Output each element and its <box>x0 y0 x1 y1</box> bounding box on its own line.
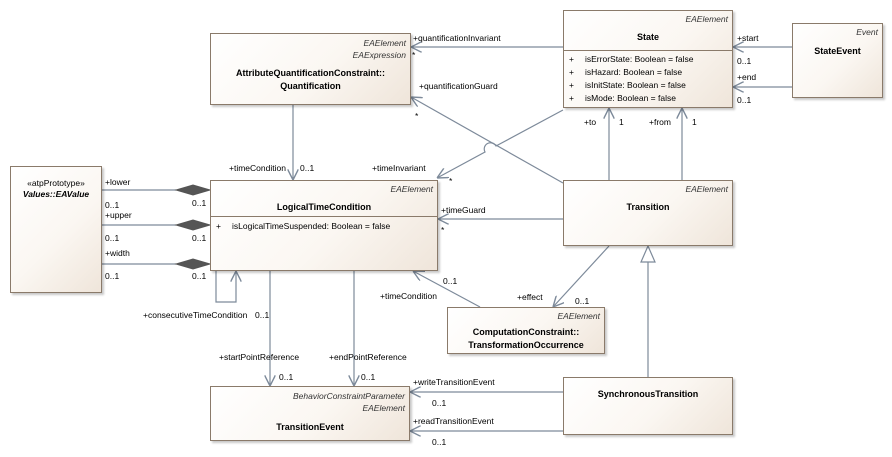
class-transition-event[interactable]: BehaviorConstraintParameter EAElement Tr… <box>210 386 410 441</box>
composition-diamond-upper <box>174 219 212 231</box>
compartment-separator <box>564 50 732 51</box>
role-label: +timeGuard <box>441 205 486 215</box>
role-label: +startPointReference <box>219 352 300 362</box>
stereotype-label: Event <box>856 27 878 37</box>
role-label: +writeTransitionEvent <box>413 377 495 387</box>
role-label: +timeInvariant <box>372 163 426 173</box>
class-name: SynchronousTransition <box>597 389 699 399</box>
role-label: +lower <box>105 177 131 187</box>
multiplicity-label: 0..1 <box>105 271 120 281</box>
stereotype-label: «atpPrototype» <box>27 178 85 188</box>
stereotype-label: BehaviorConstraintParameter <box>293 391 405 401</box>
role-label: +timeCondition <box>229 163 286 173</box>
stereotype-label: EAElement <box>685 14 728 24</box>
role-label: +to <box>584 117 597 127</box>
multiplicity-label: * <box>412 50 416 60</box>
class-name-line2: TransformationOccurrence <box>468 340 584 350</box>
multiplicity-label: 0..1 <box>192 233 207 243</box>
multiplicity-label: 0..1 <box>432 398 447 408</box>
multiplicity-label: * <box>415 111 419 121</box>
attribute-is-init-state: +isInitState: Boolean = false <box>569 80 686 90</box>
attribute-is-error-state: +isErrorState: Boolean = false <box>569 54 694 64</box>
role-label: +start <box>737 33 759 43</box>
multiplicity-label: 0..1 <box>443 276 458 286</box>
class-name: ComputationConstraint:: <box>472 327 580 337</box>
generalization-triangle <box>640 244 656 263</box>
multiplicity-label: 0..1 <box>432 437 447 447</box>
assoc-time-condition-bottom[interactable] <box>413 271 481 308</box>
role-label: +timeCondition <box>380 291 437 301</box>
class-name-line2: Quantification <box>280 81 341 91</box>
class-name: State <box>636 32 659 42</box>
multiplicity-label: 0..1 <box>105 200 120 210</box>
class-name: Values::EAValue <box>22 189 90 199</box>
multiplicity-label: 0..1 <box>737 95 752 105</box>
composition-diamond-width <box>174 258 212 270</box>
multiplicity-label: 1 <box>619 117 624 127</box>
class-transition[interactable]: EAElement Transition <box>563 180 733 246</box>
class-logical-time-condition[interactable]: EAElement LogicalTimeCondition +isLogica… <box>210 180 438 271</box>
multiplicity-label: 0..1 <box>192 198 207 208</box>
multiplicity-label: 0..1 <box>737 56 752 66</box>
stereotype-label: EAElement <box>557 311 600 321</box>
class-name: TransitionEvent <box>276 422 344 432</box>
multiplicity-label: 0..1 <box>105 233 120 243</box>
class-name: LogicalTimeCondition <box>276 202 372 212</box>
stereotype-label: EAElement <box>685 184 728 194</box>
role-label: +quantificationInvariant <box>413 33 501 43</box>
assoc-effect[interactable] <box>553 245 610 307</box>
role-label: +end <box>737 72 757 82</box>
role-label: +effect <box>517 292 543 302</box>
attribute-is-mode: +isMode: Boolean = false <box>569 93 676 103</box>
assoc-quantification-guard[interactable] <box>411 97 564 184</box>
multiplicity-label: 1 <box>692 117 697 127</box>
multiplicity-label: 0..1 <box>361 372 376 382</box>
role-label: +consecutiveTimeCondition <box>143 310 248 320</box>
class-synchronous-transition[interactable]: SynchronousTransition <box>563 377 733 435</box>
role-label: +upper <box>105 210 132 220</box>
class-name: Transition <box>626 202 670 212</box>
multiplicity-label: 0..1 <box>279 372 294 382</box>
class-transformation-occurrence[interactable]: EAElement ComputationConstraint:: Transf… <box>447 307 605 354</box>
role-label: +endPointReference <box>329 352 407 362</box>
class-name: AttributeQuantificationConstraint:: <box>236 68 385 78</box>
multiplicity-label: 0..1 <box>192 271 207 281</box>
assoc-time-invariant[interactable] <box>437 109 564 178</box>
stereotype-label: EAElement <box>363 38 406 48</box>
class-ea-value[interactable]: «atpPrototype» Values::EAValue <box>10 166 102 293</box>
role-label: +readTransitionEvent <box>413 416 494 426</box>
role-label: +quantificationGuard <box>419 81 498 91</box>
stereotype-label: EAElement <box>390 184 433 194</box>
role-label: +width <box>105 248 130 258</box>
stereotype-label: EAElement <box>362 403 405 413</box>
multiplicity-label: 0..1 <box>255 310 270 320</box>
stereotype-label: EAExpression <box>352 50 406 60</box>
multiplicity-label: * <box>449 176 453 186</box>
multiplicity-label: 0..1 <box>575 296 590 306</box>
attribute-is-logical-time-suspended: +isLogicalTimeSuspended: Boolean = false <box>216 221 391 231</box>
class-quantification[interactable]: EAElement EAExpression AttributeQuantifi… <box>210 33 411 105</box>
compartment-separator <box>211 216 437 217</box>
multiplicity-label: * <box>441 225 445 235</box>
class-state-event[interactable]: Event StateEvent <box>792 23 883 98</box>
attribute-is-hazard: +isHazard: Boolean = false <box>569 67 683 77</box>
composition-diamond-lower <box>174 184 212 196</box>
role-label: +from <box>649 117 671 127</box>
assoc-consecutive[interactable] <box>215 271 236 303</box>
multiplicity-label: 0..1 <box>300 163 315 173</box>
class-name: StateEvent <box>814 46 861 56</box>
class-state[interactable]: EAElement State +isErrorState: Boolean =… <box>563 10 733 108</box>
